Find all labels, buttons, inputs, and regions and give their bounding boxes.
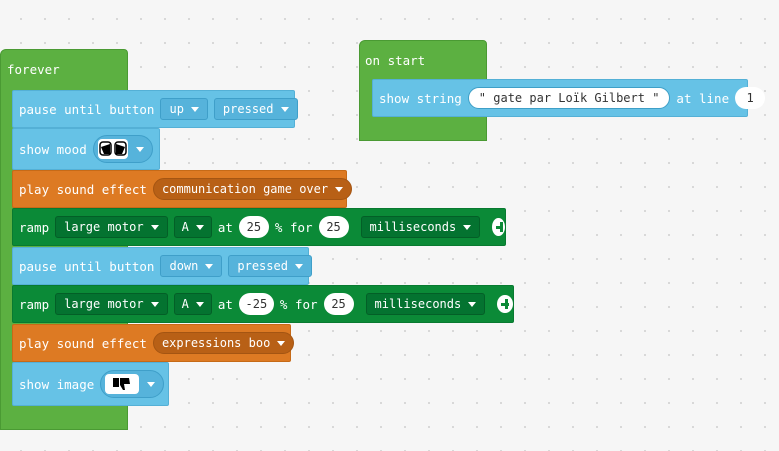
show-mood-label: show mood <box>19 141 87 157</box>
speed-input[interactable]: 25 <box>238 216 269 238</box>
button-dropdown[interactable]: up <box>160 98 208 120</box>
sound-effect-dropdown[interactable]: communication game over <box>152 178 353 200</box>
at-line-label: at line <box>676 90 730 106</box>
button-dropdown[interactable]: down <box>160 255 223 277</box>
duration-input[interactable]: 25 <box>318 216 349 238</box>
add-icon[interactable] <box>492 218 505 236</box>
dropdown-caret-icon <box>277 340 286 346</box>
state-dropdown[interactable]: pressed <box>228 255 312 277</box>
percent-for-label: % for <box>274 219 313 235</box>
dropdown-caret-icon <box>190 106 199 112</box>
show-string-label: show string <box>379 90 462 106</box>
forever-header: forever <box>0 56 60 82</box>
line-input[interactable]: 1 <box>735 87 766 109</box>
string-input[interactable]: " gate par Loïk Gilbert " <box>467 87 671 109</box>
play-sound-effect-block-1[interactable]: play sound effect communication game ove… <box>12 170 353 208</box>
state-dropdown[interactable]: pressed <box>213 98 298 120</box>
ramp-label: ramp <box>19 219 50 235</box>
dropdown-caret-icon <box>135 146 144 152</box>
at-label: at <box>217 219 233 235</box>
dropdown-caret-icon <box>195 224 204 230</box>
motor-dropdown[interactable]: large motor <box>55 293 168 315</box>
on-start-label: on start <box>365 52 426 68</box>
speed-input[interactable]: -25 <box>238 293 274 315</box>
pause-label: pause until button <box>19 258 155 274</box>
ramp-label: ramp <box>19 296 50 312</box>
motor-dropdown[interactable]: large motor <box>55 216 168 238</box>
play-sound-label: play sound effect <box>19 181 147 197</box>
dropdown-caret-icon <box>205 263 214 269</box>
forever-label: forever <box>7 61 60 77</box>
show-image-block[interactable]: show image <box>12 362 169 406</box>
percent-for-label: % for <box>279 296 318 312</box>
sound-effect-dropdown[interactable]: expressions boo <box>152 332 295 354</box>
play-sound-label: play sound effect <box>19 335 147 351</box>
ramp-motor-block-1[interactable]: ramp large motor A at 25 % for 25 millis… <box>12 208 506 246</box>
mood-eyes-icon <box>97 139 128 159</box>
pause-until-up-block[interactable]: pause until button up pressed <box>12 90 298 128</box>
play-sound-effect-block-2[interactable]: play sound effect expressions boo <box>12 324 295 362</box>
duration-input[interactable]: 25 <box>323 293 354 315</box>
pause-label: pause until button <box>19 101 155 117</box>
dropdown-caret-icon <box>335 186 344 192</box>
add-icon[interactable] <box>497 295 513 313</box>
show-image-label: show image <box>19 376 95 392</box>
show-mood-block[interactable]: show mood <box>12 128 160 170</box>
dropdown-caret-icon <box>280 106 289 112</box>
dropdown-caret-icon <box>463 224 472 230</box>
port-dropdown[interactable]: A <box>173 293 212 315</box>
ramp-motor-block-2[interactable]: ramp large motor A at -25 % for 25 milli… <box>12 285 514 323</box>
mood-picker[interactable] <box>92 135 153 163</box>
unit-dropdown[interactable]: milliseconds <box>365 293 486 315</box>
image-picker[interactable] <box>100 370 165 398</box>
dropdown-caret-icon <box>150 224 159 230</box>
unit-dropdown[interactable]: milliseconds <box>360 216 481 238</box>
on-start-header: on start <box>359 47 425 73</box>
port-dropdown[interactable]: A <box>173 216 212 238</box>
thumbs-down-icon <box>105 374 140 394</box>
dropdown-caret-icon <box>147 381 156 387</box>
dropdown-caret-icon <box>195 301 204 307</box>
pause-until-down-block[interactable]: pause until button down pressed <box>12 247 312 285</box>
dropdown-caret-icon <box>294 263 303 269</box>
at-label: at <box>217 296 233 312</box>
dropdown-caret-icon <box>468 301 477 307</box>
dropdown-caret-icon <box>150 301 159 307</box>
show-string-block[interactable]: show string " gate par Loïk Gilbert " at… <box>372 79 766 117</box>
